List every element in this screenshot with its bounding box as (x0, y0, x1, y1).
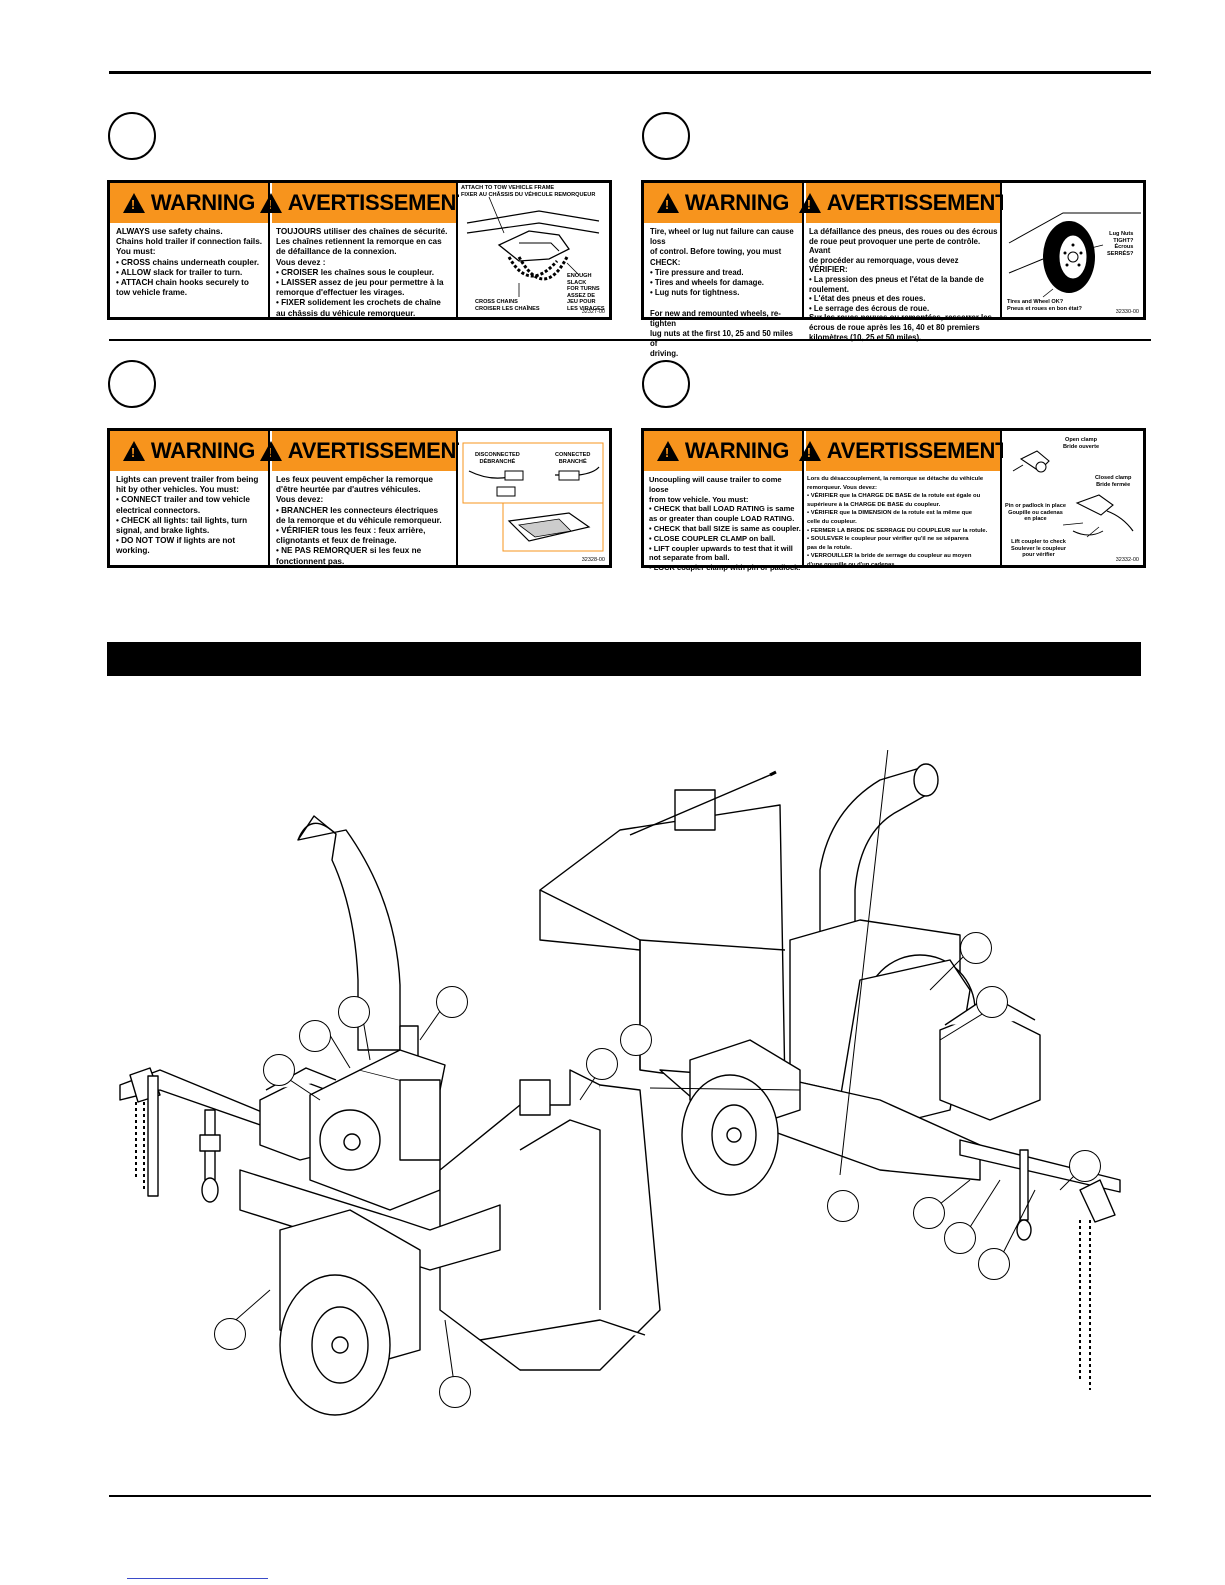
callout-circle (439, 1376, 471, 1408)
decal-text-en: ALWAYS use safety chains. Chains hold tr… (116, 227, 263, 298)
footer-link-underline[interactable] (127, 1578, 268, 1579)
section-banner (107, 642, 1141, 676)
callout-circle (214, 1318, 246, 1350)
decal-text-en: Lights can prevent trailer from being hi… (116, 475, 259, 556)
callout-circle (299, 1020, 331, 1052)
decal-header-fr: AVERTISSEMENT (259, 183, 470, 223)
decal-text-en: Uncoupling will cause trailer to come lo… (649, 475, 801, 573)
warning-decal-lights: WARNING AVERTISSEMENT Lights can prevent… (107, 428, 612, 568)
label-closed-clamp: Closed clamp Bride fermée (1095, 475, 1132, 488)
callout-circle (620, 1024, 652, 1056)
decal-text-fr: Les feux peuvent empêcher la remorque d'… (276, 475, 442, 566)
callout-circle (978, 1248, 1010, 1280)
decal-illustration-chains: ATTACH TO TOW VEHICLE FRAME FIXER AU CHÂ… (459, 183, 609, 317)
warning-triangle-icon (259, 441, 282, 461)
decal-illustration-wheel: Lug Nuts TIGHT? Écrous SERRÉS? Tires and… (1003, 183, 1143, 317)
warning-triangle-icon (656, 441, 679, 461)
decal-text-fr: La défaillance des pneus, des roues ou d… (809, 227, 998, 342)
decal-illustration-connectors: DISCONNECTED DÉBRANCHÉ CONNECTED BRANCHÉ (459, 431, 609, 565)
top-rule (109, 71, 1151, 74)
decal-header-fr: AVERTISSEMENT (798, 431, 1009, 471)
warning-decal-coupler: WARNING AVERTISSEMENT Uncoupling will ca… (641, 428, 1146, 572)
label-connected: CONNECTED BRANCHÉ (555, 452, 591, 465)
warning-triangle-icon (259, 193, 282, 213)
wheel-illustration (1008, 212, 1141, 298)
coupler-illustration (1012, 450, 1134, 538)
warning-triangle-icon (122, 441, 145, 461)
callout-circle (976, 986, 1008, 1018)
label-attach-frame: ATTACH TO TOW VEHICLE FRAME FIXER AU CHÂ… (461, 185, 596, 198)
warning-triangle-icon (798, 441, 821, 461)
decal-header-en: WARNING (110, 183, 268, 223)
decal-header-en: WARNING (110, 431, 268, 471)
decal-text-fr: TOUJOURS utiliser des chaînes de sécurit… (276, 227, 448, 318)
label-cross-chains: CROSS CHAINS CROISER LES CHAÎNES (475, 299, 540, 312)
middle-rule (109, 339, 1151, 341)
callout-circle (944, 1222, 976, 1254)
decal-text-fr: Lors du désaccouplement, la remorque se … (807, 476, 988, 568)
label-tires-ok: Tires and Wheel OK? Pneus et roues en bo… (1007, 299, 1082, 312)
label-disconnected: DISCONNECTED DÉBRANCHÉ (475, 452, 520, 465)
warning-triangle-icon (122, 193, 145, 213)
label-lug-nuts: Lug Nuts TIGHT? Écrous SERRÉS? (1107, 231, 1134, 257)
callout-circle (586, 1048, 618, 1080)
decal-part-number: 32330-00 (1115, 309, 1139, 315)
step-circle-2 (642, 112, 690, 160)
label-lift-coupler: Lift coupler to check Soulever le couple… (1011, 539, 1067, 559)
callout-circle (263, 1054, 295, 1086)
decal-text-en: Tire, wheel or lug nut failure can cause… (650, 227, 794, 359)
label-slack: ENOUGH SLACK FOR TURNS ASSEZ DE JEU POUR… (567, 273, 605, 312)
label-pin-padlock: Pin or padlock in place Goupille ou cade… (1005, 503, 1066, 523)
label-open-clamp: Open clamp Bride ouverte (1063, 437, 1100, 450)
callout-circle (1069, 1150, 1101, 1182)
decal-header-en: WARNING (644, 183, 802, 223)
warning-triangle-icon (798, 193, 821, 213)
decal-part-number: 32332-00 (1115, 557, 1139, 563)
bottom-rule (109, 1495, 1151, 1497)
warning-decal-safety-chains: WARNING AVERTISSEMENT ALWAYS use safety … (107, 180, 612, 320)
callout-circle (338, 996, 370, 1028)
warning-triangle-icon (656, 193, 679, 213)
decal-part-number: 32327-00 (581, 309, 605, 315)
decal-header-en: WARNING (644, 431, 802, 471)
warning-decal-tires: WARNING AVERTISSEMENT Tire, wheel or lug… (641, 180, 1146, 358)
connector-illustration (462, 442, 604, 552)
callout-circle (960, 932, 992, 964)
step-circle-3 (108, 360, 156, 408)
step-circle-4 (642, 360, 690, 408)
decal-header-fr: AVERTISSEMENT (259, 431, 470, 471)
decal-illustration-coupler: Open clamp Bride ouverte Closed clamp Br… (1003, 431, 1143, 565)
decal-header-fr: AVERTISSEMENT (798, 183, 1009, 223)
decal-part-number: 32328-00 (581, 557, 605, 563)
callout-circle (913, 1197, 945, 1229)
callout-circle (436, 986, 468, 1018)
callout-circle (827, 1190, 859, 1222)
step-circle-1 (108, 112, 156, 160)
chipper-machine-illustration (119, 750, 1121, 1416)
chain-hitch-illustration (466, 196, 600, 297)
